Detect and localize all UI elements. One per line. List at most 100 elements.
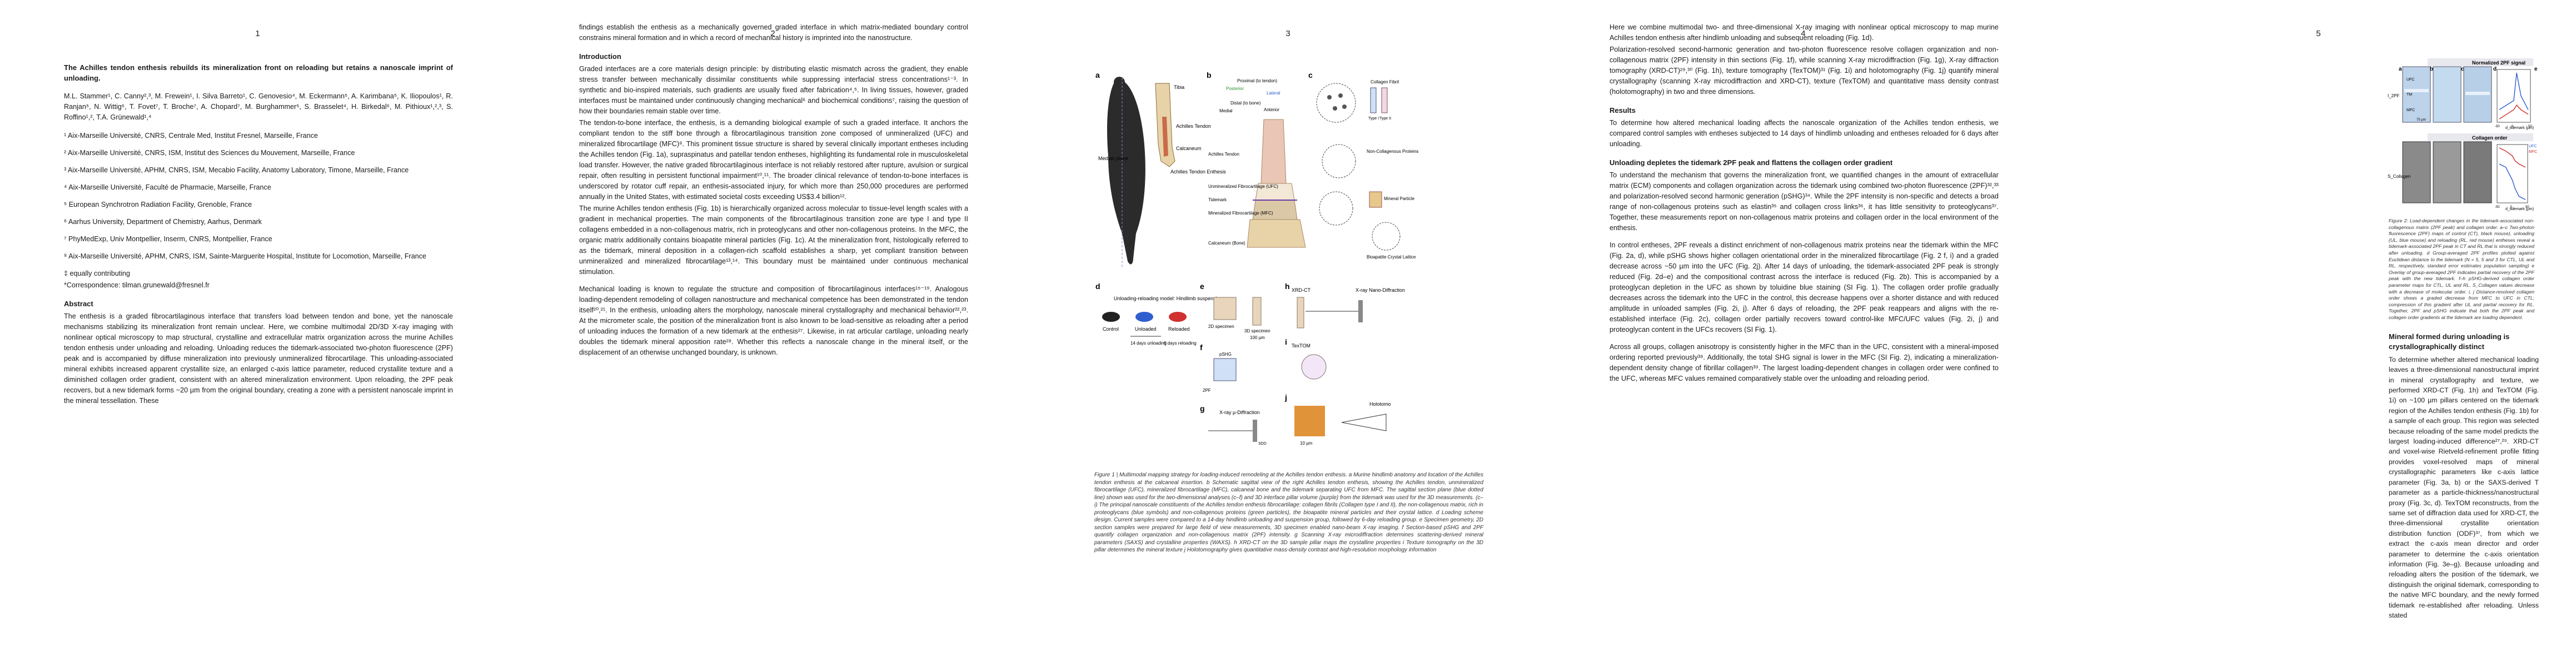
label-control: Control <box>1103 326 1119 332</box>
abstract-heading: Abstract <box>64 300 93 308</box>
unloaded-mouse <box>1135 312 1153 322</box>
paragraph: Polarization-resolved second-harmonic ge… <box>1610 46 1999 96</box>
label-2d-specimen: 2D specimen <box>1208 324 1234 329</box>
label-sdd: SDD <box>1258 442 1267 446</box>
abstract-text: The enthesis is a graded fibrocartilagin… <box>64 312 453 405</box>
paragraph: findings establish the enthesis as a mec… <box>579 23 968 42</box>
page-number: 1 <box>255 29 260 38</box>
panel-label: e <box>1200 282 1204 291</box>
row-label-mfc: MFC <box>2406 108 2415 112</box>
panel-label: h <box>1285 282 1290 291</box>
panel-label: b <box>1207 71 1212 79</box>
text-column: Here we combine multimodal two- and thre… <box>1610 22 1999 385</box>
page-number: 5 <box>2316 29 2321 38</box>
nano-detector <box>1358 300 1363 322</box>
label-posterior: Posterior <box>1226 86 1244 91</box>
panel-label: f <box>1200 343 1203 352</box>
label-achilles: Achilles Tendon <box>1176 123 1211 129</box>
label-unloaded: Unloaded <box>1135 326 1157 332</box>
row-label-ufc: UFC <box>2406 78 2414 82</box>
holotomo-beam <box>1341 414 1387 431</box>
affiliation: ¹ Aix-Marseille Université, CNRS, Centra… <box>64 132 318 140</box>
subsection-heading: Mineral formed during unloading is cryst… <box>2389 332 2510 351</box>
label-proximal: Proximal (to tendon) <box>1237 78 1277 83</box>
axis-label-y1: I_2PF <box>2388 93 2399 98</box>
x-tick-label: 50 <box>2525 206 2529 209</box>
section-heading-results: Results <box>1610 106 1636 115</box>
axis-label-x: d_tidemark (µm) <box>2505 126 2534 130</box>
figure-1-caption: Figure 1 | Multimodal mapping strategy f… <box>1094 472 1483 553</box>
fig2-title-2: Collagen order <box>2472 135 2508 141</box>
lattice-zoom-circle <box>1372 222 1401 251</box>
fig2-banner <box>2428 58 2533 66</box>
mineral-particle <box>1369 191 1382 208</box>
figure-2-caption: Figure 2: Load-dependent changes in the … <box>2389 218 2534 320</box>
page-1: 1 The Achilles tendon enthesis rebuilds … <box>0 0 515 667</box>
label-medial: Medial <box>1219 108 1233 113</box>
label-lateral: Lateral <box>1267 91 1280 96</box>
label-6days: 6 days reloading <box>1164 341 1197 346</box>
fibril-dot <box>1342 104 1347 109</box>
shg-map-ul <box>2433 141 2462 203</box>
text-column: Mineral formed during unloading is cryst… <box>2389 332 2539 621</box>
label-type1: Type I <box>1368 117 1379 121</box>
section-heading-introduction: Introduction <box>579 52 621 61</box>
fig2-title: Normalized 2PF signal <box>2472 60 2525 66</box>
label-type2: Type II <box>1379 117 1391 121</box>
detector <box>1253 420 1257 442</box>
fibril-dot <box>1333 106 1337 111</box>
axis-label-x: d_tidemark (µm) <box>2505 207 2534 211</box>
label-2pf: 2PF <box>1203 388 1211 393</box>
fig2-banner-2 <box>2428 133 2533 141</box>
panel-label: b <box>2430 66 2433 72</box>
fibril-dot <box>1327 95 1332 99</box>
affiliation: ⁵ European Synchrotron Radiation Facilit… <box>64 201 252 208</box>
fibril-zoom-circle <box>1316 83 1356 123</box>
affiliation: ⁷ PhyMedExp, Univ Montpellier, Inserm, C… <box>64 235 272 243</box>
equal-contribution-note: ‡ equally contributing <box>64 270 131 277</box>
control-mouse <box>1102 312 1120 322</box>
fibril-dot <box>1338 93 1343 98</box>
paragraph: The murine Achilles tendon enthesis (Fig… <box>579 205 968 276</box>
ncp-zoom-circle <box>1322 144 1356 178</box>
figure-2: Normalized 2PF signal a b c UFC TM MFC 7… <box>2388 58 2538 211</box>
row-label-tm: TM <box>2406 93 2412 97</box>
x-tick-label: -50 <box>2495 206 2500 209</box>
page-number: 3 <box>1285 29 1291 38</box>
paragraph: To understand the mechanism that governs… <box>1610 171 1999 232</box>
label-3d-specimen: 3D specimen <box>1244 328 1270 334</box>
author-list: M.L. Stammer¹, C. Canny²,³, M. Frewein¹,… <box>64 92 453 121</box>
tidemark-band <box>2465 92 2490 95</box>
2pf-map-row: a b c UFC TM MFC 75 µm <box>2399 66 2492 123</box>
x-tick-label: 50 <box>2528 125 2532 128</box>
legend-ufc: UFC <box>2529 145 2537 148</box>
series-line-mfc <box>2499 147 2526 168</box>
label-pshg: pSHG <box>1219 352 1232 357</box>
label-calcaneum-bone: Calcaneum (Bone) <box>1208 241 1245 246</box>
affiliation: ³ Aix-Marseille Université, APHM, CNRS, … <box>64 166 409 174</box>
paragraph: Here we combine multimodal two- and thre… <box>1610 23 1999 42</box>
mfc-schematic <box>1252 200 1298 220</box>
bone-schematic <box>1247 219 1306 248</box>
text-column: The Achilles tendon enthesis rebuilds it… <box>64 62 453 407</box>
label-xray-microdiffraction: X-ray µ-Diffraction <box>1219 410 1260 415</box>
label-achilles-tendon: Achilles Tendon <box>1208 152 1239 157</box>
paper-title: The Achilles tendon enthesis rebuilds it… <box>64 63 453 82</box>
paragraph: Mechanical loading is known to regulate … <box>579 285 968 356</box>
label-distal: Distal (to bone) <box>1230 101 1261 106</box>
mineral-zoom-circle <box>1319 191 1353 226</box>
affiliation: ⁸ Aix-Marseille Université, APHM, CNRS, … <box>64 252 427 260</box>
x-tick-label: -50 <box>2495 125 2500 128</box>
panel-label: a <box>1095 71 1100 79</box>
panel-label: d <box>2493 66 2497 72</box>
label-ufc: Unmineralized Fibrocartilage (UFC) <box>1208 184 1278 189</box>
subsection-heading: Unloading depletes the tidemark 2PF peak… <box>1610 158 1893 167</box>
affiliation: ² Aix-Marseille Université, CNRS, ISM, I… <box>64 149 355 157</box>
3d-specimen <box>1252 297 1262 326</box>
shg-map-rl <box>2463 141 2492 203</box>
panel-label: a <box>2399 66 2402 72</box>
2pf-map-ul <box>2433 66 2462 123</box>
page-3: 3 a Median plane Tibia Achilles Tendon C… <box>1030 0 1546 667</box>
page-4: 4 Here we combine multimodal two- and th… <box>1546 0 2061 667</box>
